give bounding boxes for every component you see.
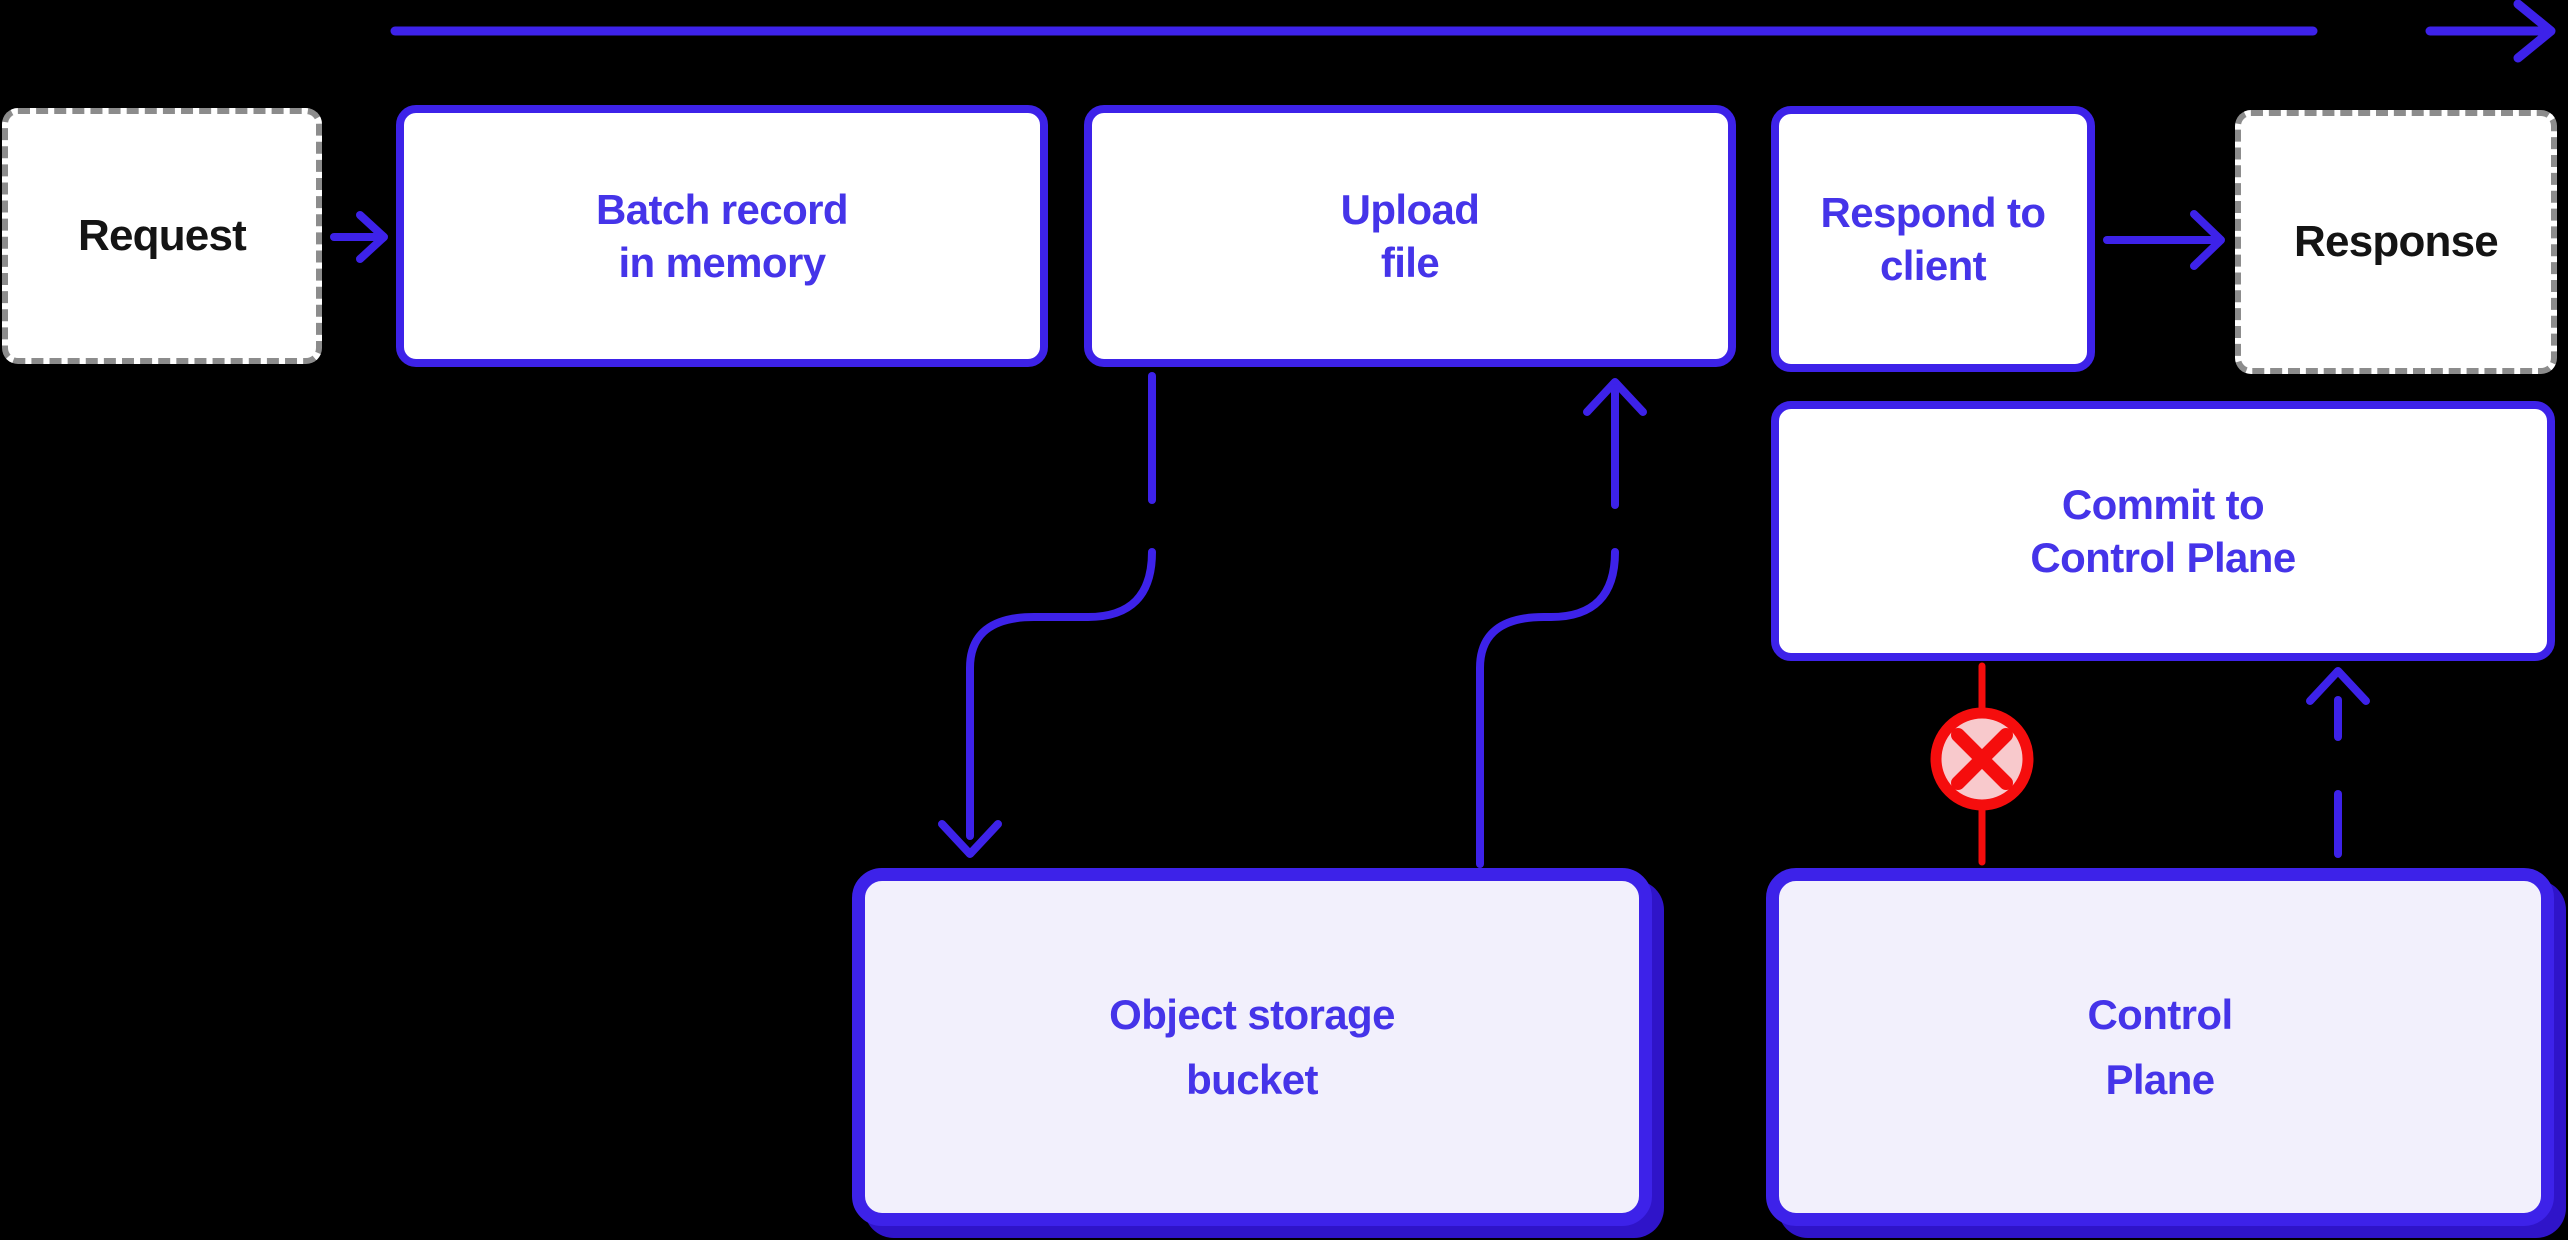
x-circle-icon: [1930, 707, 2034, 811]
node-request: Request: [2, 108, 322, 364]
node-batch-record-label: Batch record in memory: [596, 185, 848, 286]
node-upload-file: Upload file: [1084, 105, 1736, 367]
node-commit-control-plane-label: Commit to Control Plane: [2030, 480, 2296, 581]
node-respond-to-client-label: Respond to client: [1820, 188, 2047, 289]
node-batch-record: Batch record in memory: [396, 105, 1048, 367]
arrow-request-to-batch: [330, 211, 388, 263]
node-upload-file-label: Upload file: [1340, 185, 1480, 286]
node-request-label: Request: [78, 211, 247, 261]
flow-timeline-arrow: [390, 0, 2556, 63]
node-control-plane: Control Plane: [1766, 868, 2554, 1226]
node-control-plane-label: Control Plane: [2087, 990, 2233, 1103]
node-response: Response: [2235, 110, 2557, 374]
node-object-storage-bucket: Object storage bucket: [852, 868, 1652, 1226]
arrow-upload-to-bucket: [938, 372, 1156, 858]
arrow-bucket-to-upload: [1476, 378, 1647, 868]
node-response-label: Response: [2294, 217, 2499, 267]
arrow-control-to-commit: [2306, 667, 2370, 858]
arrow-respond-to-response: [2103, 210, 2225, 270]
node-commit-control-plane: Commit to Control Plane: [1771, 401, 2555, 661]
node-respond-to-client: Respond to client: [1771, 106, 2095, 372]
node-object-storage-bucket-label: Object storage bucket: [1109, 990, 1395, 1103]
